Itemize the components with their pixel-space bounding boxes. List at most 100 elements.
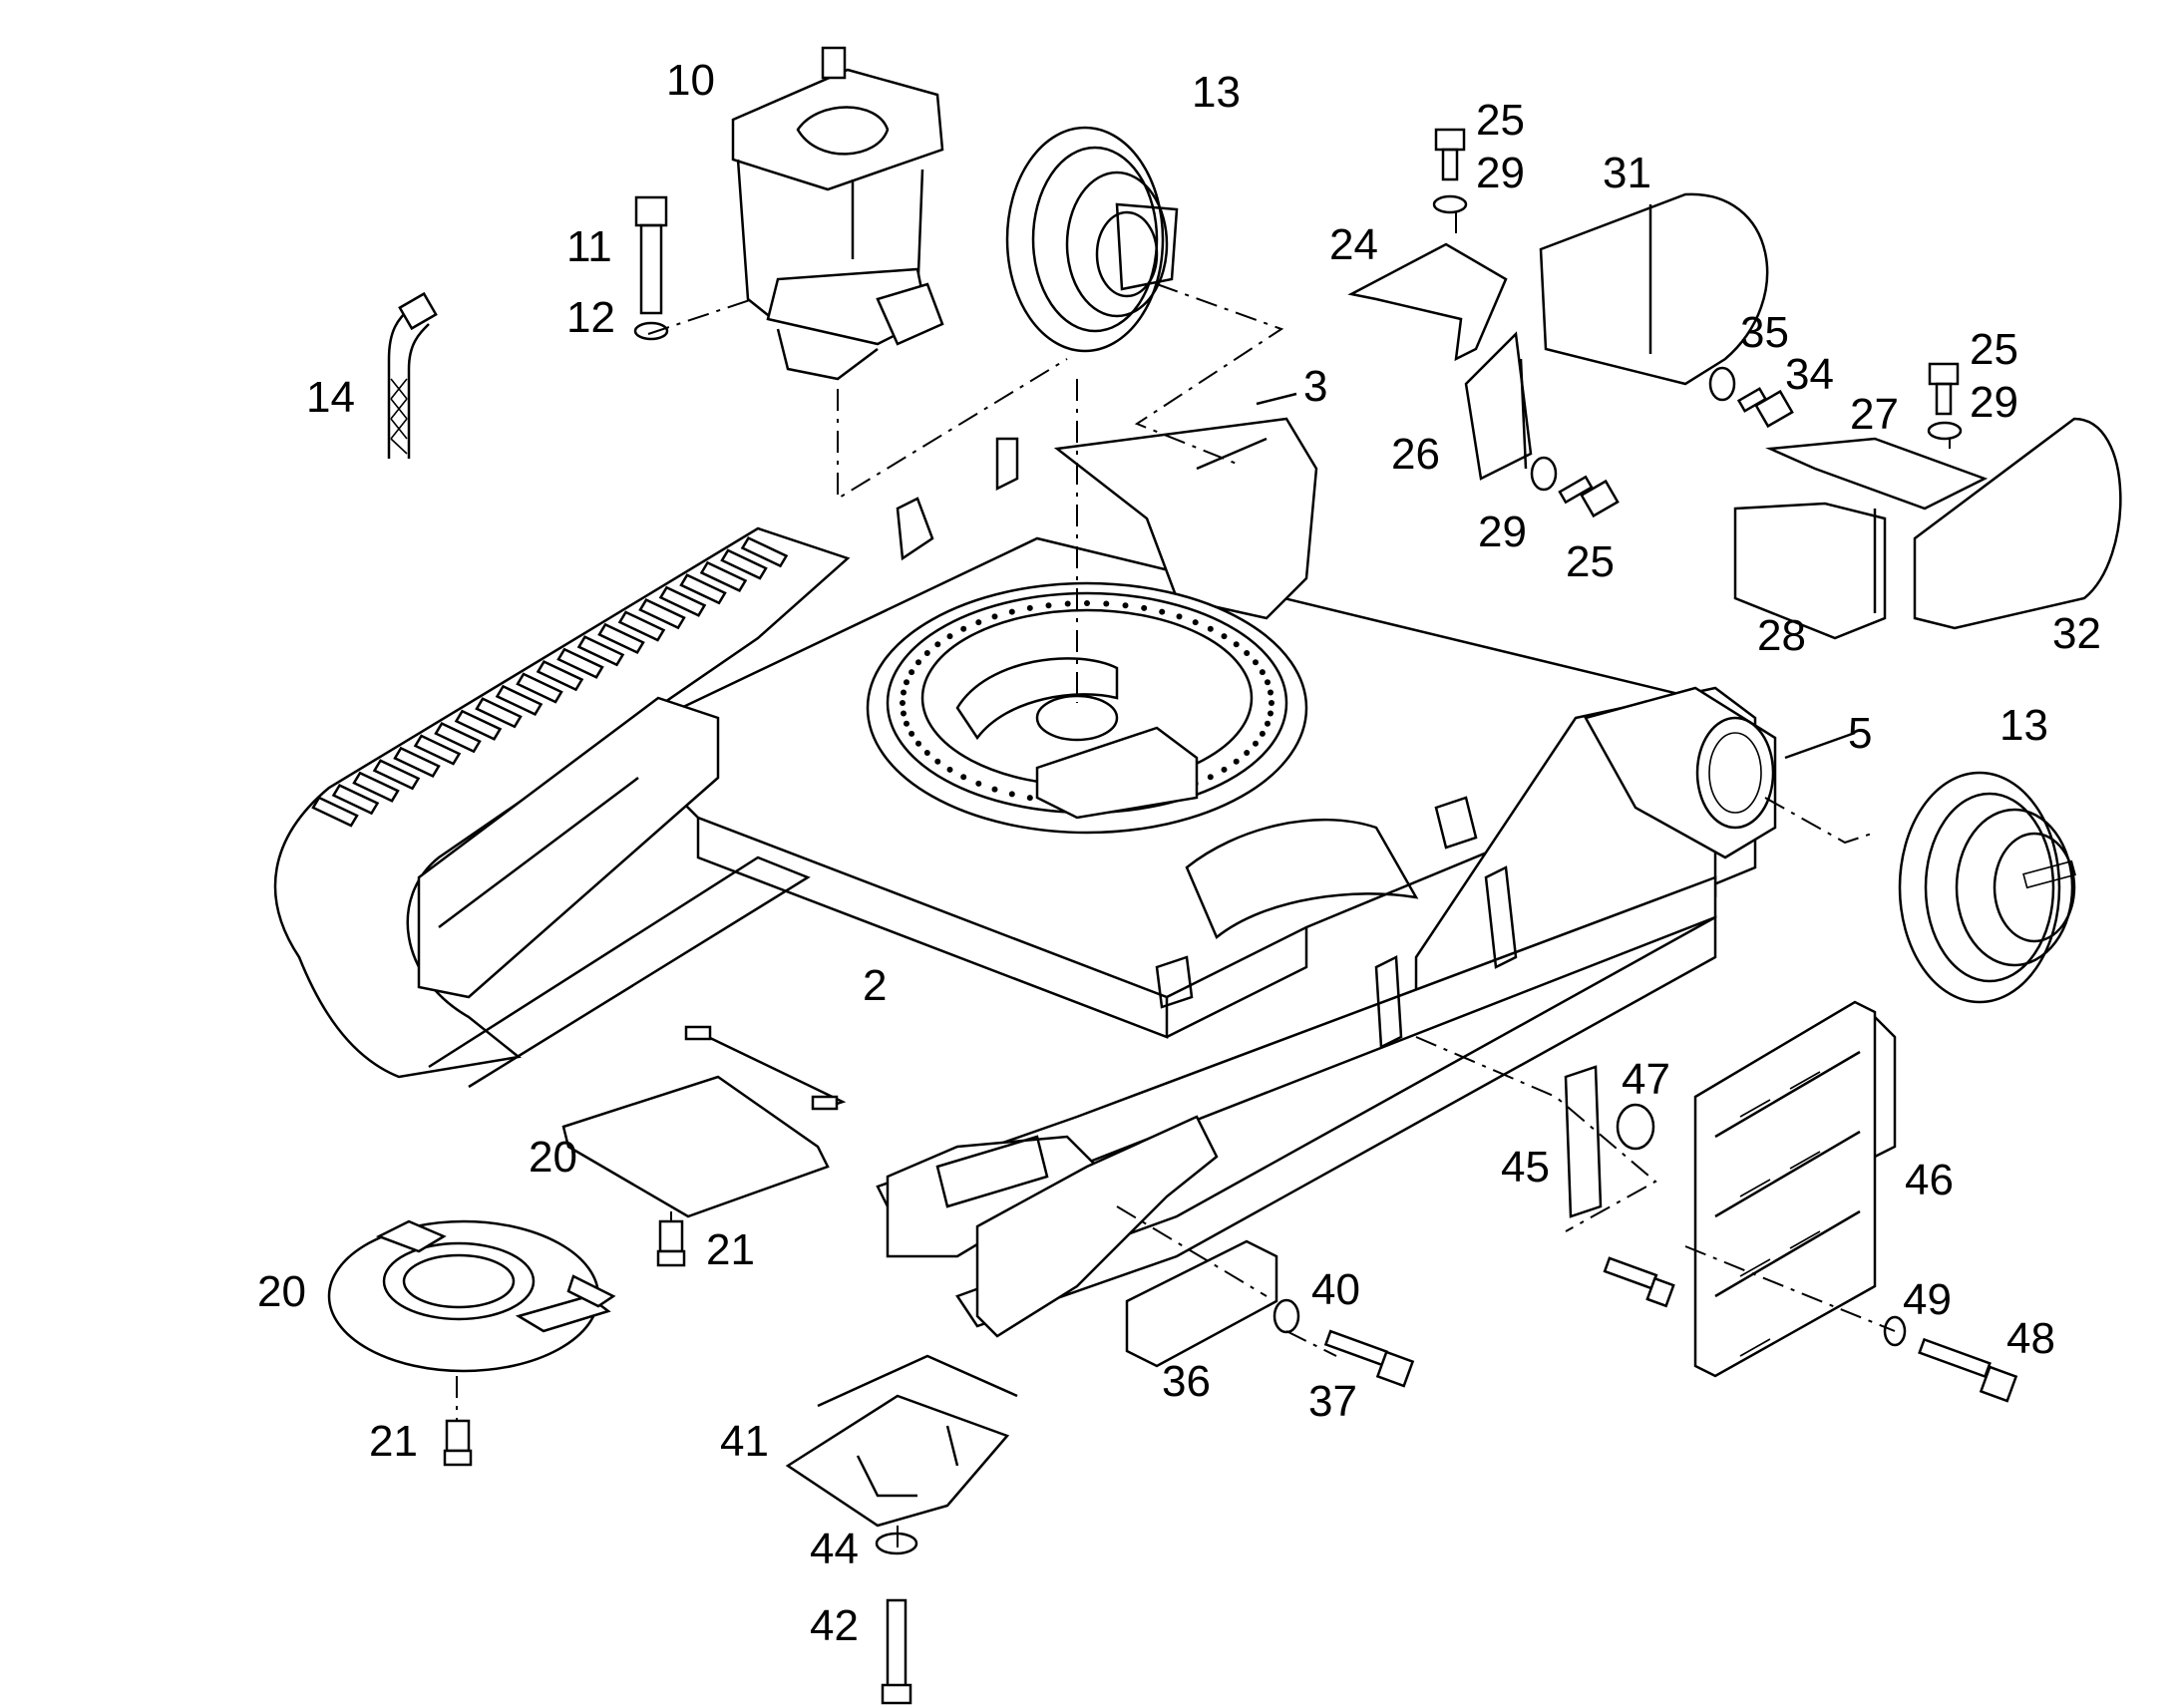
round-plate-icon xyxy=(327,1219,616,1373)
ring-bolt-hole xyxy=(915,740,921,747)
ring-bolt-hole xyxy=(1253,740,1259,747)
track-shoe xyxy=(372,759,421,791)
ring-bolt-hole xyxy=(901,689,907,696)
ring-bolt-hole xyxy=(1159,608,1166,615)
ring-bolt-hole xyxy=(1268,710,1273,717)
callout-34: 35 xyxy=(1740,308,1789,357)
crawler-track-icon xyxy=(273,526,851,1089)
track-shoe xyxy=(311,796,359,828)
track-shoe xyxy=(536,659,584,692)
ring-bolt-hole xyxy=(1221,766,1228,773)
ring-bolt-hole xyxy=(1122,602,1129,609)
bolt-11-icon xyxy=(633,195,669,341)
track-shoe xyxy=(475,697,523,729)
callout-25-b: 25 xyxy=(1970,325,2018,374)
callout-35: 36 xyxy=(1162,1357,1211,1406)
track-shoe xyxy=(597,622,645,655)
track-shoe xyxy=(393,746,441,779)
ring-bolt-hole xyxy=(991,613,998,620)
track-shoe xyxy=(720,548,768,580)
callout-48: 49 xyxy=(1903,1275,1952,1324)
ring-bolt-hole xyxy=(908,669,915,676)
track-shoe xyxy=(638,597,686,630)
track-shoe xyxy=(352,771,400,803)
ring-bolt-hole xyxy=(1265,720,1271,727)
step-ladder-icon xyxy=(1693,1000,1897,1378)
callout-46: 47 xyxy=(1622,1055,1670,1104)
callout-29-a: 29 xyxy=(1476,149,1525,197)
callout-20-b: 20 xyxy=(257,1267,306,1316)
callout-29-b: 29 xyxy=(1970,378,2018,427)
ring-bolt-hole xyxy=(900,700,906,706)
rotary-joint-icon xyxy=(731,46,944,381)
ring-bolt-hole xyxy=(960,774,967,781)
ring-bolt-hole xyxy=(1221,633,1228,640)
track-guide-icon xyxy=(785,1354,1018,1528)
ring-bolt-hole xyxy=(1008,791,1015,798)
track-shoe xyxy=(516,672,563,704)
ring-bolt-hole xyxy=(975,619,982,626)
hose-icon xyxy=(387,291,438,459)
ring-bolt-hole xyxy=(960,625,967,632)
leader-lines xyxy=(456,211,1951,1555)
travel-drive-sprocket-icon-2 xyxy=(1898,771,2076,1004)
callout-25-a: 25 xyxy=(1476,96,1525,145)
ring-bolt-hole xyxy=(991,786,998,793)
ring-bolt-hole xyxy=(1026,795,1033,802)
ring-bolt-hole xyxy=(1207,774,1214,781)
track-shoe xyxy=(699,560,748,593)
guard-plate-icon xyxy=(1347,192,1769,481)
track-shoe xyxy=(556,647,604,679)
ring-bolt-hole xyxy=(1244,650,1251,656)
ring-bolt-hole xyxy=(1103,600,1110,607)
callout-21-b: 21 xyxy=(369,1417,418,1466)
ring-bolt-hole xyxy=(1233,758,1240,765)
track-shoe xyxy=(434,721,482,754)
callout-labels: 10 13 11 12 14 3 25 29 31 24 35 34 25 29… xyxy=(257,56,2101,1650)
ring-bolt-hole xyxy=(1269,700,1274,706)
callout-41: 42 xyxy=(810,1601,859,1650)
callout-21-a: 21 xyxy=(706,1225,755,1274)
callout-44: 45 xyxy=(1501,1143,1550,1192)
callout-12: 12 xyxy=(566,293,615,342)
ring-bolt-hole xyxy=(1233,641,1240,648)
fastener-icons xyxy=(443,128,2018,1705)
ring-bolt-hole xyxy=(1265,679,1271,686)
callout-5: 5 xyxy=(1848,709,1872,758)
callout-13-right: 13 xyxy=(1999,701,2048,750)
callout-47: 48 xyxy=(2006,1314,2055,1363)
cover-35-icon xyxy=(1125,1239,1278,1368)
ring-bolt-hole xyxy=(1064,600,1071,607)
callout-45: 46 xyxy=(1905,1156,1954,1204)
ring-bolt-hole xyxy=(908,730,915,737)
track-shoe xyxy=(454,709,503,741)
callout-42: 44 xyxy=(810,1525,859,1573)
ring-bolt-hole xyxy=(1026,604,1033,611)
ring-bolt-hole xyxy=(1259,669,1266,676)
callout-31: 31 xyxy=(1603,149,1651,197)
track-shoe xyxy=(576,635,625,667)
callout-20-a: 20 xyxy=(529,1133,577,1182)
callout-2: 2 xyxy=(863,961,887,1010)
callout-32: 32 xyxy=(2052,609,2101,658)
ring-bolt-hole xyxy=(923,650,930,656)
ring-bolt-hole xyxy=(1192,619,1199,626)
track-shoe xyxy=(679,573,727,605)
callout-40: 41 xyxy=(720,1417,769,1466)
track-shoe xyxy=(740,535,789,568)
ring-bolt-hole xyxy=(1008,608,1015,615)
track-shoe xyxy=(495,684,544,717)
ring-bolt-hole xyxy=(934,641,941,648)
guard-plate-icon-2 xyxy=(1733,417,2122,640)
slewing-ring-icon xyxy=(866,581,1308,835)
ring-bolt-hole xyxy=(1141,604,1148,611)
callout-24: 24 xyxy=(1329,220,1378,269)
callout-27: 27 xyxy=(1850,390,1899,439)
callout-25-c: 25 xyxy=(1566,537,1615,586)
callout-36: 37 xyxy=(1308,1377,1357,1426)
track-shoe xyxy=(331,783,380,816)
ring-bolt-hole xyxy=(904,720,909,727)
travel-drive-sprocket-icon xyxy=(1005,126,1179,353)
ring-bolt-hole xyxy=(915,659,921,666)
